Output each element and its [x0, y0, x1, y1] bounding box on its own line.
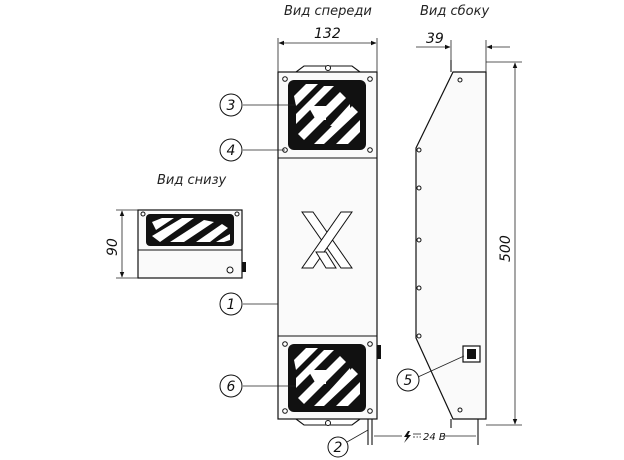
screw	[416, 333, 422, 339]
screw	[416, 285, 422, 291]
bottom-view	[137, 209, 246, 279]
screw	[140, 211, 146, 217]
power-switch-rocker	[467, 349, 476, 359]
front-view-title: Вид спереди	[284, 4, 372, 19]
screw	[367, 147, 373, 153]
bracket-screw-bottom	[325, 420, 331, 426]
screw	[457, 77, 463, 83]
screw	[416, 237, 422, 243]
top-fan-grille	[288, 80, 366, 150]
callout-4: 4	[219, 138, 285, 162]
dimension-depth: 39	[416, 31, 510, 72]
callout-4-label: 4	[227, 143, 236, 159]
callout-3: 3	[219, 93, 296, 117]
dimension-height: 500	[486, 61, 522, 426]
screw	[416, 185, 422, 191]
callout-6: 6	[219, 374, 296, 398]
device-body-side	[415, 71, 487, 420]
bottom-fan-grille	[288, 344, 366, 412]
screw	[367, 341, 373, 347]
dimension-width: 132	[277, 26, 378, 72]
side-view-title: Вид сбоку	[420, 4, 489, 19]
front-view	[277, 65, 381, 445]
depth-value: 39	[426, 31, 444, 47]
callout-2: 2	[327, 429, 369, 458]
width-value: 132	[314, 26, 341, 42]
bottom-view-switch-edge	[242, 262, 246, 272]
screw	[457, 407, 463, 413]
screw	[282, 341, 288, 347]
bottom-view-title: Вид снизу	[157, 173, 226, 188]
side-view	[415, 60, 487, 445]
side-switch-edge	[377, 345, 381, 359]
dimension-bottom-height: 90	[105, 209, 138, 279]
screw	[282, 408, 288, 414]
screw	[234, 211, 240, 217]
screw	[416, 147, 422, 153]
callout-5: 5	[396, 355, 465, 392]
screw	[282, 76, 288, 82]
x-logo	[301, 211, 353, 269]
screw	[367, 76, 373, 82]
callout-6-label: 6	[227, 379, 236, 395]
height-value: 500	[498, 235, 514, 262]
bottom-height-value: 90	[105, 238, 121, 256]
screw	[367, 408, 373, 414]
bottom-view-switch	[226, 266, 234, 274]
callout-1: 1	[219, 292, 278, 316]
bracket-screw-top	[325, 65, 331, 71]
callout-2-label: 2	[334, 440, 343, 456]
callout-1-label: 1	[227, 297, 236, 313]
lightning-icon	[404, 431, 411, 443]
callout-5-label: 5	[404, 373, 413, 389]
bottom-view-grille	[146, 214, 234, 246]
power-label: 24 В	[374, 431, 476, 443]
power-voltage: 24 В	[423, 432, 446, 443]
callout-3-label: 3	[227, 98, 236, 114]
